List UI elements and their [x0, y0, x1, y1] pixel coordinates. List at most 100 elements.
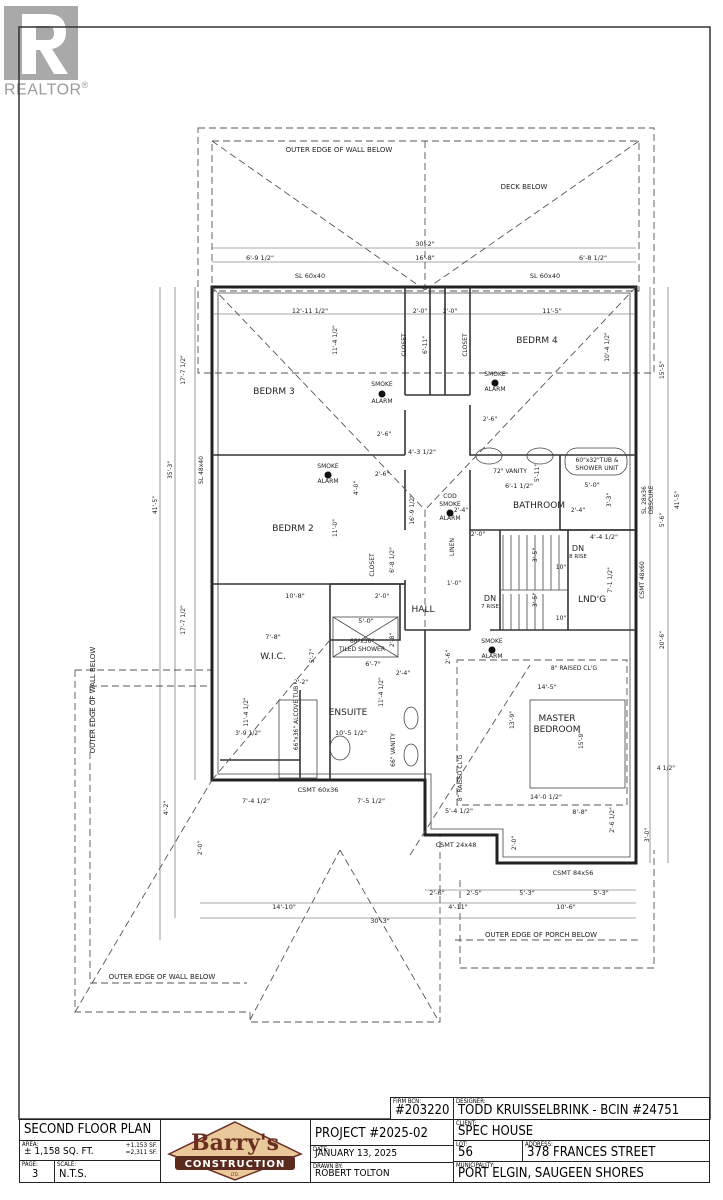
client: SPEC HOUSE — [458, 1124, 534, 1139]
smoke-alarm-icon — [446, 509, 454, 517]
plan-label: 14'-5" — [537, 683, 557, 691]
plan-label: 6'-11" — [422, 336, 429, 354]
plan-label: 11'-4 1/2" — [243, 697, 250, 727]
plan-label: 5'-11" — [534, 464, 541, 482]
plan-label: 14'-10" — [272, 903, 296, 911]
municipality-cell: MUNICIPALITY: PORT ELGIN, SAUGEEN SHORES — [453, 1161, 710, 1183]
plan-label: SHOWER UNIT — [575, 465, 618, 472]
plan-label: BEDROOM — [534, 725, 581, 735]
plan-label: 7'-5 1/2" — [357, 797, 385, 805]
plan-label: BEDRM 3 — [253, 387, 294, 397]
plan-label: 60"x36" — [350, 638, 375, 645]
firm-bcn: #203220 — [395, 1103, 450, 1118]
barrys-construction-logo: Barry's CONSTRUCTION LTD. — [167, 1121, 303, 1181]
drawn-by-caption: DRAWN BY: — [313, 1163, 343, 1170]
plan-label: HALL — [412, 605, 435, 615]
plan-label: CSMT 48x60 — [639, 561, 646, 599]
designer-caption: DESIGNER: — [456, 1098, 486, 1105]
plan-label: 5'-6" — [659, 513, 666, 527]
stairs — [500, 535, 568, 630]
plan-label: BEDRM 2 — [272, 524, 313, 534]
plan-label: 30'-2" — [415, 240, 435, 248]
plan-label: MASTER — [538, 714, 575, 724]
plan-label: SL 60x40 — [295, 272, 325, 280]
plan-label: ALARM — [481, 653, 502, 660]
scale-cell: SCALE: N.T.S. — [54, 1160, 161, 1183]
plan-label: 4'-11" — [448, 903, 468, 911]
plan-label: SMOKE — [484, 371, 506, 378]
plan-label: BEDRM 4 — [516, 336, 558, 346]
plan-label: 10" — [556, 615, 567, 622]
plan-label: 4'-0" — [353, 481, 360, 495]
deck-below-outline — [197, 127, 655, 374]
plan-label: CSMT 60x36 — [298, 786, 339, 794]
plan-label: 11'-0" — [332, 519, 339, 537]
dimension-lines — [159, 247, 669, 940]
plan-label: 8" RAISED CL'G — [457, 755, 464, 802]
plan-label: 5'-3" — [593, 889, 608, 897]
address: 378 FRANCES STREET — [527, 1145, 656, 1160]
plan-label: SL 28x36 — [641, 486, 648, 514]
firm-bcn-cell: FIRM BCN: #203220 — [390, 1097, 454, 1120]
plan-label: 10'-8" — [285, 592, 305, 600]
plan-label: SMOKE — [481, 638, 503, 645]
plan-label: 41'-5" — [674, 491, 681, 509]
plan-label: ENSUITE — [329, 708, 368, 718]
drawn-by: ROBERT TOLTON — [315, 1168, 390, 1179]
plan-label: 4'-3 1/2" — [408, 448, 436, 456]
client-cell: CLIENT: SPEC HOUSE — [453, 1119, 710, 1141]
plan-label: 2'-0" — [413, 308, 427, 315]
plan-label: 5'-3" — [519, 889, 534, 897]
plan-label: COD — [443, 493, 457, 500]
plan-label: 16'-9 1/2" — [409, 495, 416, 525]
plan-label: OUTER EDGE OF WALL BELOW — [286, 146, 393, 154]
plan-label: 10'-5 1/2" — [335, 729, 367, 737]
address-caption: ADDRESS: — [525, 1141, 553, 1148]
smoke-alarm-icon — [378, 390, 386, 398]
fixtures — [278, 447, 628, 789]
plan-label: 3'-5" — [532, 548, 539, 562]
plan-label: CLOSET — [369, 553, 376, 577]
designer-cell: DESIGNER: TODD KRUISSELBRINK - BCIN #247… — [453, 1097, 710, 1120]
plan-label: 2'-8" — [389, 633, 396, 647]
date-cell: DATE: JANUARY 13, 2025 — [310, 1145, 454, 1163]
plan-label: 10'-4 1/2" — [604, 332, 611, 362]
plan-label: 5'-0" — [358, 617, 373, 625]
plan-label: 11'-4 1/2" — [378, 677, 385, 707]
drawn-by-cell: DRAWN BY: ROBERT TOLTON — [310, 1162, 454, 1183]
smoke-alarm-icon — [324, 471, 332, 479]
plan-label: DECK BELOW — [501, 183, 548, 191]
plan-label: 2'-6" — [429, 889, 444, 897]
lot-cell: LOT: 56 — [453, 1140, 523, 1162]
plan-label: 6'-8 1/2" — [389, 547, 396, 573]
plan-label: OUTER EDGE OF PORCH BELOW — [485, 931, 597, 939]
plan-label: 35'-3" — [167, 461, 174, 479]
plan-label: 2'-6 1/2" — [609, 807, 616, 833]
plan-label: 2'-4" — [396, 670, 410, 677]
plan-label: 3'-5" — [532, 593, 539, 607]
plan-label: 6'-9 1/2" — [246, 254, 274, 262]
plan-label: CSMT 24x48 — [436, 841, 477, 849]
plan-label: 11'-4 1/2" — [332, 325, 339, 355]
plan-label: 6'-8 1/2" — [579, 254, 607, 262]
plan-label: 3'-9 1/2" — [235, 730, 261, 737]
plan-label: 15'-9" — [578, 731, 585, 749]
plan-label: 7'-1 1/2" — [607, 567, 614, 593]
plan-label: 10" — [556, 564, 567, 571]
plan-label: 4 1/2" — [657, 765, 675, 772]
registered-mark: ® — [81, 80, 89, 90]
plan-label: SMOKE — [439, 501, 461, 508]
date-caption: DATE: — [313, 1146, 329, 1153]
plan-label: 4'-2" — [163, 801, 170, 815]
client-caption: CLIENT: — [456, 1120, 477, 1127]
plan-label: 2'-4" — [571, 507, 585, 514]
plan-label: 5'-0" — [584, 481, 599, 489]
area-breakdown-2: =2,311 SF. — [125, 1148, 157, 1156]
plan-label: SMOKE — [371, 381, 393, 388]
plan-label: W.I.C. — [260, 652, 285, 662]
plan-label: CLOSET — [401, 333, 408, 357]
plan-label: 2'-0" — [443, 308, 457, 315]
realtor-text: REALTOR — [4, 81, 82, 99]
plan-label: 6'-1 1/2" — [505, 482, 533, 490]
